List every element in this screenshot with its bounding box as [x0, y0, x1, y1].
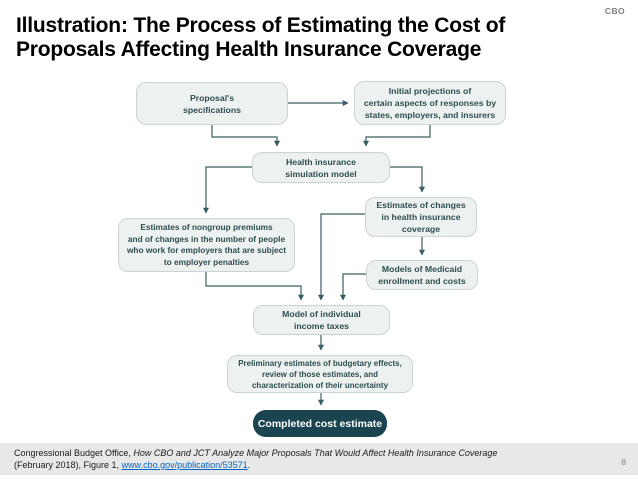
node-medicaid-models: Models of Medicaid enrollment and costs [366, 260, 478, 290]
slide-title-line-1: Illustration: The Process of Estimating … [16, 14, 506, 37]
node-initial-projections: Initial projections of certain aspects o… [354, 81, 506, 125]
citation-date-figure: (February 2018), Figure 1, [14, 459, 122, 470]
edge-specs-to-model [211, 125, 281, 147]
edge-medicaid-to-tax [339, 273, 366, 301]
node-preliminary-estimates: Preliminary estimates of budgetary effec… [227, 355, 413, 393]
edge-premiums-to-tax [205, 272, 305, 301]
node-health-insurance-simulation-model: Health insurance simulation model [252, 152, 390, 183]
edge-model-to-premiums [202, 166, 252, 214]
footer-citation: Congressional Budget Office, How CBO and… [0, 443, 638, 475]
citation-source: Congressional Budget Office, [14, 448, 134, 458]
node-completed-cost-estimate: Completed cost estimate [253, 410, 387, 437]
citation-line-1: Congressional Budget Office, How CBO and… [14, 448, 598, 460]
node-proposal-specifications: Proposal's specifications [136, 82, 288, 125]
citation-line-2: (February 2018), Figure 1, www.cbo.gov/p… [14, 460, 598, 472]
publication-link[interactable]: www.cbo.gov/publication/53571 [121, 459, 248, 470]
edge-coverage-to-tax [317, 213, 365, 301]
node-nongroup-premium-estimates: Estimates of nongroup premiums and of ch… [118, 218, 295, 272]
node-coverage-change-estimates: Estimates of changes in health insurance… [365, 197, 477, 237]
cbo-logo: CBO [604, 6, 625, 16]
node-individual-income-tax-model: Model of individual income taxes [253, 305, 390, 335]
page-number: 8 [621, 457, 626, 467]
slide-title-line-2: Proposals Affecting Health Insurance Cov… [16, 37, 482, 61]
citation-publication-title: How CBO and JCT Analyze Major Proposals … [133, 448, 498, 458]
slide-title: Illustration: The Process of Estimating … [16, 14, 505, 61]
edge-model-to-coverage [390, 166, 426, 193]
citation-period: . [247, 459, 251, 470]
edge-projections-to-model [362, 125, 431, 147]
